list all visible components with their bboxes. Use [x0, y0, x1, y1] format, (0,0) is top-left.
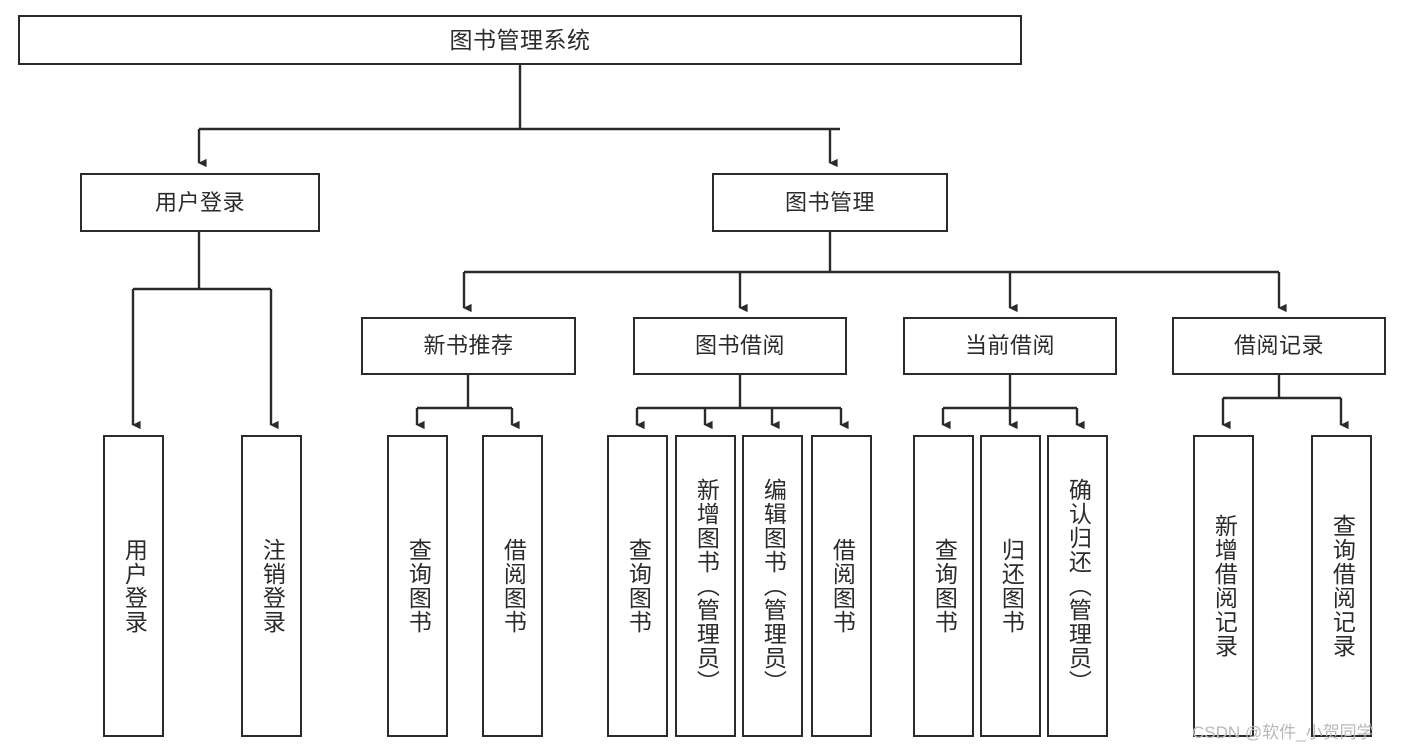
leaf-add-borrow-record[interactable]: 新增借阅记录 — [1193, 435, 1254, 737]
node-root-system[interactable]: 图书管理系统 — [18, 15, 1022, 65]
node-label: 用户登录 — [154, 189, 245, 215]
leaf-query-book-recommend[interactable]: 查询图书 — [387, 435, 448, 737]
node-book-borrow[interactable]: 图书借阅 — [633, 317, 847, 375]
node-label: 借阅图书 — [829, 538, 856, 634]
node-label: 新增图书（管理员） — [693, 478, 720, 694]
leaf-logout-login[interactable]: 注销登录 — [241, 435, 302, 737]
node-label: 图书管理系统 — [449, 26, 591, 53]
leaf-return-book[interactable]: 归还图书 — [980, 435, 1041, 737]
leaf-borrow-book-recommend[interactable]: 借阅图书 — [482, 435, 543, 737]
leaf-user-login[interactable]: 用户登录 — [103, 435, 164, 737]
node-label: 新书推荐 — [423, 333, 514, 358]
leaf-borrow-book[interactable]: 借阅图书 — [811, 435, 872, 737]
node-label: 图书借阅 — [694, 333, 785, 358]
node-label: 图书管理 — [784, 189, 875, 215]
node-label: 查询图书 — [625, 538, 652, 634]
node-label: 新增借阅记录 — [1211, 514, 1238, 658]
node-label: 查询借阅记录 — [1329, 514, 1356, 658]
leaf-query-book-borrow[interactable]: 查询图书 — [607, 435, 668, 737]
node-label: 归还图书 — [998, 538, 1025, 634]
leaf-confirm-return-admin[interactable]: 确认归还（管理员） — [1047, 435, 1108, 737]
node-label: 编辑图书（管理员） — [760, 478, 787, 694]
node-label: 注销登录 — [259, 538, 286, 634]
node-label: 确认归还（管理员） — [1065, 478, 1092, 694]
node-user-login[interactable]: 用户登录 — [80, 173, 320, 232]
node-new-book-recommend[interactable]: 新书推荐 — [361, 317, 576, 375]
node-label: 借阅记录 — [1233, 333, 1324, 358]
node-label: 查询图书 — [405, 538, 432, 634]
node-book-management[interactable]: 图书管理 — [712, 173, 948, 232]
leaf-query-borrow-record[interactable]: 查询借阅记录 — [1311, 435, 1372, 737]
node-label: 用户登录 — [121, 538, 148, 634]
leaf-edit-book-admin[interactable]: 编辑图书（管理员） — [742, 435, 803, 737]
csdn-watermark: CSDN @软件_小贺同学 — [1192, 723, 1374, 742]
leaf-query-book-current[interactable]: 查询图书 — [913, 435, 974, 737]
node-borrow-record[interactable]: 借阅记录 — [1172, 317, 1386, 375]
node-label: 查询图书 — [931, 538, 958, 634]
node-label: 当前借阅 — [964, 333, 1055, 358]
leaf-add-book-admin[interactable]: 新增图书（管理员） — [675, 435, 736, 737]
node-current-borrow[interactable]: 当前借阅 — [903, 317, 1117, 375]
node-label: 借阅图书 — [500, 538, 527, 634]
